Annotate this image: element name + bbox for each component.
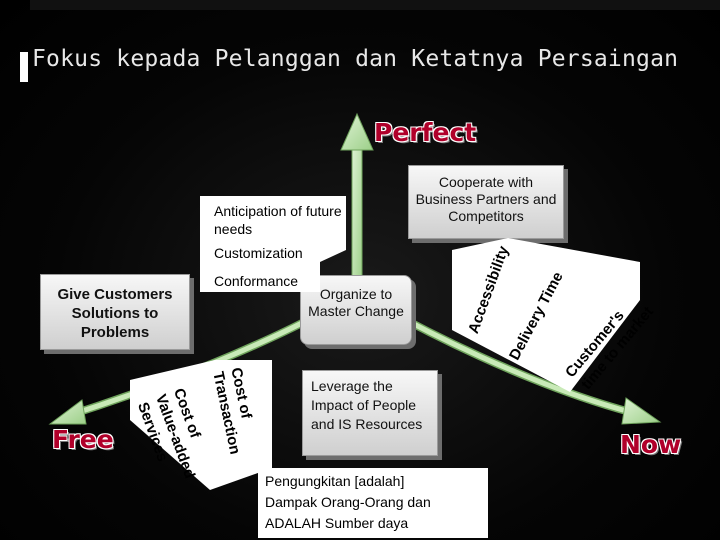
free-label: Free <box>52 425 114 454</box>
pengungkitan-panel <box>258 468 488 538</box>
give-customers-box: Give Customers Solutions to Problems <box>40 274 190 350</box>
pengungkitan-line-2: Dampak Orang-Orang dan <box>265 494 431 510</box>
leverage-box: Leverage the Impact of People and IS Res… <box>302 370 438 456</box>
customization-note: Customization <box>214 245 303 261</box>
organize-text: Organize to Master Change <box>308 286 404 319</box>
now-label: Now <box>620 430 682 459</box>
leverage-text: Leverage the Impact of People and IS Res… <box>311 378 423 432</box>
cooperate-text: Cooperate with Business Partners and Com… <box>415 174 557 224</box>
cooperate-box: Cooperate with Business Partners and Com… <box>408 165 564 239</box>
give-customers-text: Give Customers Solutions to Problems <box>57 286 173 341</box>
top-bar <box>30 0 720 10</box>
pengungkitan-line-1: Pengungkitan [adalah] <box>265 473 405 489</box>
pengungkitan-line-3: ADALAH Sumber daya <box>265 515 409 531</box>
slide-title: Fokus kepada Pelanggan dan Ketatnya Pers… <box>32 46 679 72</box>
anticipation-note: Anticipation of future needs <box>214 203 342 237</box>
conformance-note: Conformance <box>214 273 299 289</box>
perfect-label: Perfect <box>374 118 477 147</box>
title-marker <box>20 52 28 82</box>
